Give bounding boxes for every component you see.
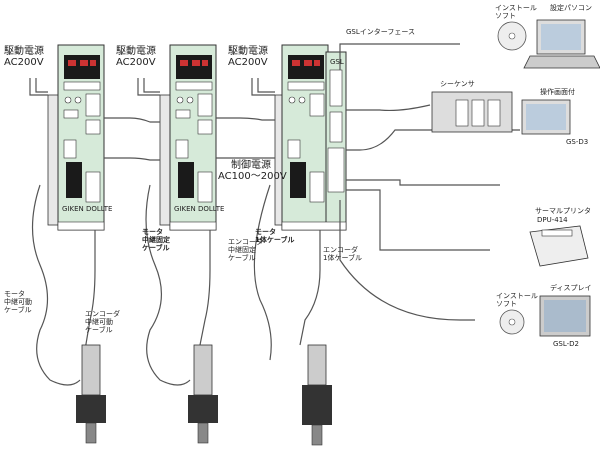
encoder-relay-movable-2: 中継可動 (85, 318, 113, 326)
motor-relay-fixed-3: ケーブル (142, 244, 170, 252)
gsl-interface-label: GSLインターフェース (346, 28, 415, 36)
encoder-integrated-1: エンコーダ (323, 246, 358, 254)
motor-integrated-1: モータ (255, 228, 276, 236)
gs-d3-label: GS-D3 (566, 138, 589, 146)
actuator-3 (302, 344, 332, 446)
encoder-relay-movable-1: エンコーダ (85, 310, 120, 318)
display-label: ディスプレイ (550, 284, 592, 292)
motor-relay-movable-3: ケーブル (4, 306, 32, 314)
unit-1-brand: GIKEN DOLLTE (62, 205, 113, 213)
thermal-printer-label: サーマルプリンタ (535, 207, 591, 215)
drive-power-value-1: AC200V (4, 57, 44, 68)
install-soft-bottom-label-1: インストール (496, 292, 538, 300)
servo-unit-2 (159, 44, 217, 231)
install-soft-top-label-1: インストール (495, 4, 537, 12)
drive-power-label-3: 駆動電源 (228, 46, 268, 57)
install-soft-bottom-label-2: ソフト (496, 300, 517, 308)
drive-power-value-2: AC200V (116, 57, 156, 68)
motor-relay-fixed-2: 中継固定 (142, 236, 170, 244)
unit-3-gsl-tag: GSL (330, 58, 344, 66)
motor-relay-movable-2: 中継可動 (4, 298, 32, 306)
setup-pc-label: 設定パソコン (550, 4, 592, 12)
control-power-label: 制御電源 (231, 160, 271, 171)
install-soft-top-label-2: ソフト (495, 12, 516, 20)
operation-panel-icon (521, 99, 571, 135)
motor-relay-fixed-1: モータ (142, 228, 163, 236)
drive-power-label-1: 駆動電源 (4, 46, 44, 57)
laptop-icon (523, 19, 600, 69)
drive-power-value-3: AC200V (228, 57, 268, 68)
control-power-value: AC100～200V (218, 171, 287, 182)
servo-unit-3-gsl (274, 44, 347, 231)
motor-relay-movable-1: モータ (4, 290, 25, 298)
display-icon (539, 295, 591, 337)
encoder-relay-movable-3: ケーブル (85, 326, 113, 334)
led-display (64, 55, 100, 79)
install-cd-bottom (499, 309, 525, 335)
drive-power-label-2: 駆動電源 (116, 46, 156, 57)
encoder-relay-fixed-3: ケーブル (228, 254, 256, 262)
operation-panel-label: 操作画面付 (540, 88, 575, 96)
thermal-printer-icon (529, 225, 589, 267)
install-cd-top (497, 21, 527, 51)
encoder-relay-fixed-2: 中継固定 (228, 246, 256, 254)
unit-2-brand: GIKEN DOLLTE (174, 205, 225, 213)
motor-integrated-2: 1体ケーブル (255, 236, 295, 244)
servo-unit-1 (47, 44, 105, 231)
actuator-2 (188, 344, 218, 444)
printer-model-label: DPU-414 (537, 216, 568, 224)
sequencer-label: シーケンサ (440, 80, 475, 88)
cables (29, 43, 520, 386)
actuator-1 (76, 344, 106, 444)
encoder-relay-fixed-1: エンコーダ (228, 238, 263, 246)
encoder-integrated-2: 1体ケーブル (323, 254, 363, 262)
gsl-d2-label: GSL-D2 (553, 340, 580, 348)
sequencer-icon (431, 91, 513, 133)
